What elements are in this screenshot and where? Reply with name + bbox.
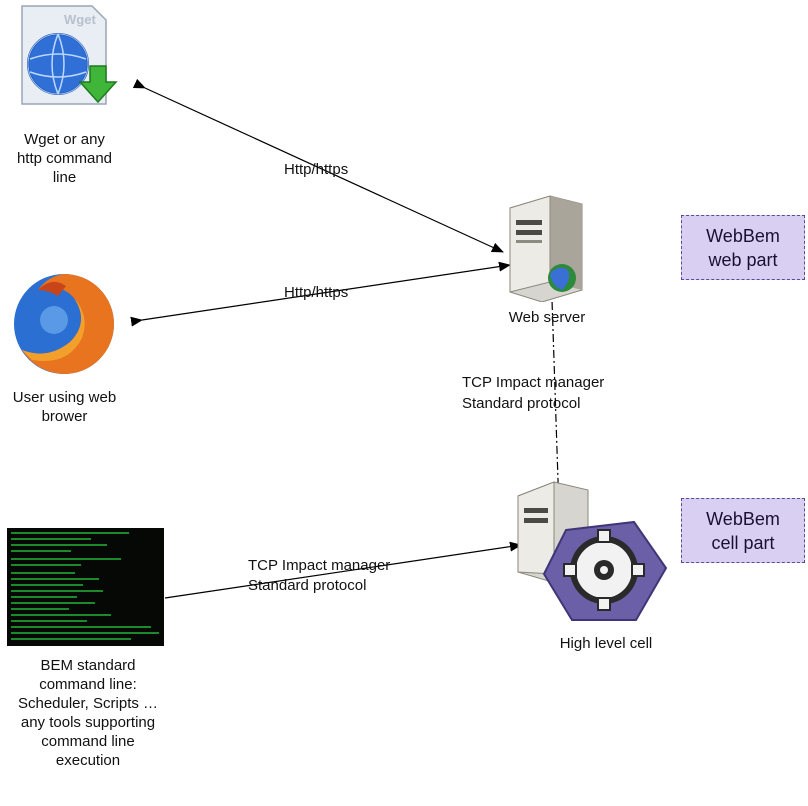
http-edge-wget — [132, 78, 504, 253]
browser-label: User using web brower — [12, 389, 117, 425]
webbem-web-part-line1: WebBem — [706, 225, 780, 246]
tcp-edge-cli-cell — [164, 541, 522, 599]
http-edge-browser — [130, 261, 511, 327]
web-server-icon — [500, 190, 590, 303]
terminal-screen-icon — [7, 528, 164, 646]
tcp-label-server-cell-2: Standard protocol — [462, 395, 581, 412]
http-label-bottom: Http/https — [284, 284, 349, 301]
tcp-label-cli-cell-1: TCP Impact manager — [248, 557, 391, 574]
webbem-cell-part-line1: WebBem — [706, 508, 780, 529]
cell-gear-icon — [506, 470, 668, 626]
bem-cli-label: BEM standard command line: Scheduler, Sc… — [17, 657, 159, 769]
tcp-label-server-cell-1: TCP Impact manager — [462, 374, 605, 391]
http-label-top: Http/https — [284, 161, 349, 178]
wget-icon: Wget — [8, 4, 120, 112]
wget-label: Wget or any http command line — [16, 131, 113, 186]
webbem-web-part-line2: web part — [708, 249, 778, 270]
webbem-cell-part-tag: WebBem cell part — [681, 498, 805, 563]
web-server-label: Web server — [508, 309, 586, 326]
webbem-cell-part-line2: cell part — [711, 532, 775, 553]
webbem-web-part-tag: WebBem web part — [681, 215, 805, 280]
firefox-browser-icon — [8, 268, 120, 380]
cell-label: High level cell — [559, 635, 653, 652]
wget-icon-text: Wget — [64, 12, 96, 27]
tcp-label-cli-cell-2: Standard protocol — [248, 577, 367, 594]
